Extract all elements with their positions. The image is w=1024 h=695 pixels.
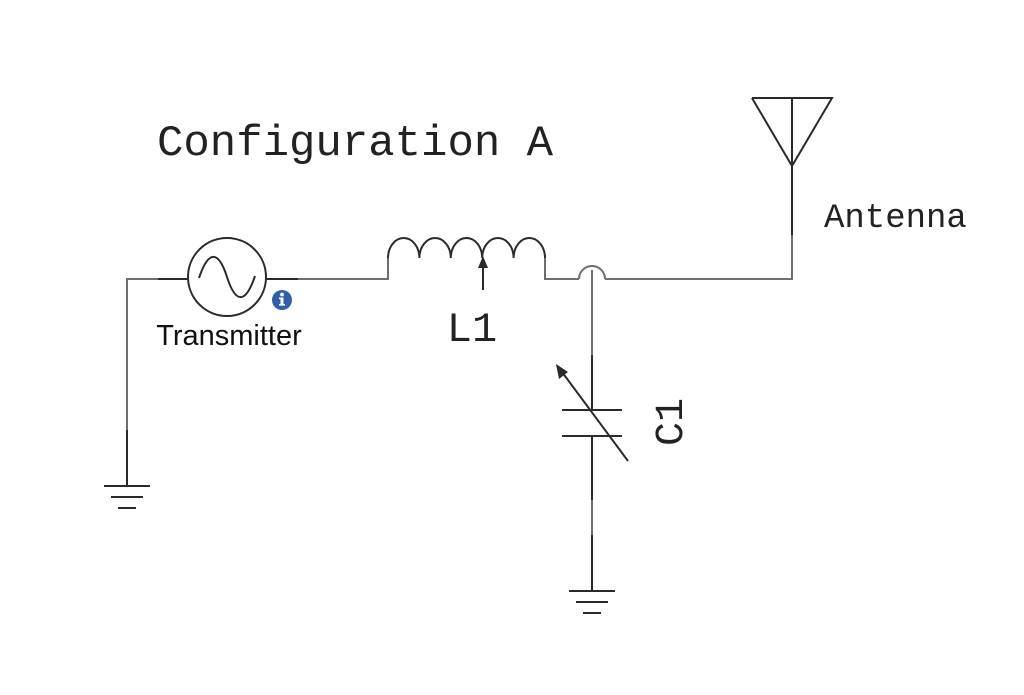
wire-source-to-inductor xyxy=(298,258,389,280)
wire-inductor-to-junction xyxy=(544,258,579,280)
transmitter-label: Transmitter xyxy=(156,320,302,352)
ground-icon xyxy=(569,535,615,614)
inductor-label: L1 xyxy=(447,306,497,354)
wire-crossover-hop xyxy=(578,265,606,280)
wire-junction-to-antenna xyxy=(605,232,793,280)
variable-capacitor-icon xyxy=(556,355,629,500)
antenna-label: Antenna xyxy=(824,200,967,238)
wire-ground-to-source xyxy=(126,278,160,430)
ground-icon xyxy=(104,430,150,509)
ac-source-icon xyxy=(187,237,267,317)
info-icon[interactable] xyxy=(272,290,292,310)
variable-inductor-icon xyxy=(387,237,546,290)
antenna-icon xyxy=(751,97,834,235)
diagram-title: Configuration A xyxy=(157,119,554,169)
capacitor-label: C1 xyxy=(650,398,695,446)
